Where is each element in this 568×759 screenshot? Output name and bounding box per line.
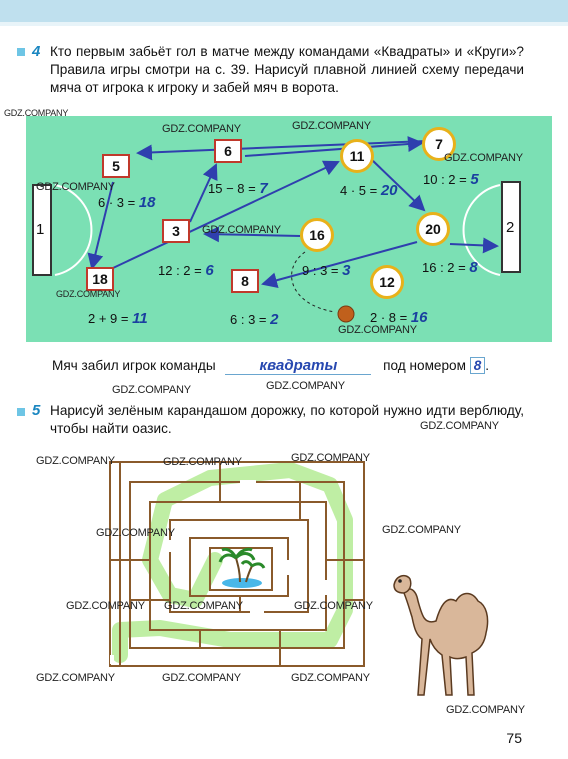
player-equation: 2 · 8 = 16 bbox=[370, 309, 428, 326]
circle-player: 11 bbox=[340, 139, 374, 173]
pass-arrow bbox=[189, 163, 218, 223]
header-band-light bbox=[0, 22, 568, 26]
square-player: 8 bbox=[231, 269, 259, 293]
answer-team-field: квадраты bbox=[225, 357, 372, 375]
task5-number: 5 bbox=[32, 402, 41, 419]
watermark: GDZ.COMPANY bbox=[36, 455, 115, 467]
page-number: 75 bbox=[506, 730, 522, 746]
goal-left bbox=[32, 184, 52, 276]
watermark: GDZ.COMPANY bbox=[162, 123, 241, 135]
task-marker bbox=[17, 48, 25, 56]
task5-text: Нарисуй зелёным карандашом дорожку, по к… bbox=[50, 403, 524, 436]
watermark: GDZ.COMPANY bbox=[162, 672, 241, 684]
watermark: GDZ.COMPANY bbox=[4, 108, 69, 118]
green-path bbox=[112, 462, 353, 663]
watermark: GDZ.COMPANY bbox=[164, 600, 243, 612]
square-player: 3 bbox=[162, 219, 190, 243]
player-equation: 6 : 3 = 2 bbox=[230, 311, 279, 328]
answer-team: квадраты bbox=[259, 357, 338, 374]
pass-arrow bbox=[87, 181, 114, 270]
circle-player: 16 bbox=[300, 218, 334, 252]
square-player: 5 bbox=[102, 154, 130, 178]
header-band bbox=[0, 0, 568, 22]
maze-walls bbox=[109, 461, 365, 667]
player-equation: 6 · 3 = 18 bbox=[98, 194, 156, 211]
watermark: GDZ.COMPANY bbox=[338, 324, 417, 336]
task-marker bbox=[17, 408, 25, 416]
right-goal-arc bbox=[462, 184, 501, 276]
watermark: GDZ.COMPANY bbox=[36, 181, 115, 193]
square-player: 6 bbox=[214, 139, 242, 163]
watermark: GDZ.COMPANY bbox=[292, 120, 371, 132]
pass-arrows bbox=[87, 136, 499, 289]
watermark: GDZ.COMPANY bbox=[382, 524, 461, 536]
watermark: GDZ.COMPANY bbox=[420, 420, 499, 432]
pass-arrow bbox=[261, 241, 418, 289]
left-goal-arc bbox=[54, 184, 93, 276]
maze-openings bbox=[110, 480, 328, 664]
watermark: GDZ.COMPANY bbox=[66, 600, 145, 612]
pass-arrow bbox=[112, 160, 340, 269]
watermark: GDZ.COMPANY bbox=[163, 456, 242, 468]
task4-answer-line: Мяч забил игрок команды квадраты под ном… bbox=[52, 357, 490, 375]
pass-arrow bbox=[449, 237, 499, 254]
player-equation: 2 + 9 = 11 bbox=[88, 310, 148, 327]
circle-player: 12 bbox=[370, 265, 404, 299]
player-equation: 15 − 8 = 7 bbox=[208, 180, 268, 197]
pass-arrow bbox=[136, 140, 427, 161]
goal-left-number: 1 bbox=[36, 221, 45, 238]
task4-number: 4 bbox=[32, 43, 41, 60]
watermark: GDZ.COMPANY bbox=[444, 152, 523, 164]
oasis-icon bbox=[218, 547, 266, 588]
camel-icon bbox=[393, 574, 489, 696]
watermark: GDZ.COMPANY bbox=[56, 289, 121, 299]
watermark: GDZ.COMPANY bbox=[446, 704, 525, 716]
player-equation: 10 : 2 = 5 bbox=[423, 171, 479, 188]
watermark: GDZ.COMPANY bbox=[96, 527, 175, 539]
watermark: GDZ.COMPANY bbox=[291, 452, 370, 464]
pass-arrow bbox=[244, 136, 424, 157]
goal-right-number: 2 bbox=[506, 219, 515, 236]
watermark: GDZ.COMPANY bbox=[266, 380, 345, 392]
watermark: GDZ.COMPANY bbox=[294, 600, 373, 612]
watermark: GDZ.COMPANY bbox=[36, 672, 115, 684]
circle-player: 20 bbox=[416, 212, 450, 246]
pass-arrow bbox=[203, 226, 301, 243]
task4-text: Кто первым забьёт гол в матче между кома… bbox=[50, 44, 524, 95]
goal-right bbox=[501, 181, 521, 273]
player-equation: 12 : 2 = 6 bbox=[158, 262, 214, 279]
player-equation: 4 · 5 = 20 bbox=[340, 182, 398, 199]
watermark: GDZ.COMPANY bbox=[112, 384, 191, 396]
circle-player: 7 bbox=[422, 127, 456, 161]
player-equation: 16 : 2 = 8 bbox=[422, 259, 478, 276]
watermark: GDZ.COMPANY bbox=[202, 224, 281, 236]
watermark: GDZ.COMPANY bbox=[291, 672, 370, 684]
ball-icon bbox=[337, 305, 355, 323]
answer-number: 8 bbox=[469, 357, 486, 374]
pass-arrow bbox=[369, 157, 426, 212]
square-player: 18 bbox=[86, 267, 114, 291]
player-equation: 9 : 3 = 3 bbox=[302, 262, 351, 279]
